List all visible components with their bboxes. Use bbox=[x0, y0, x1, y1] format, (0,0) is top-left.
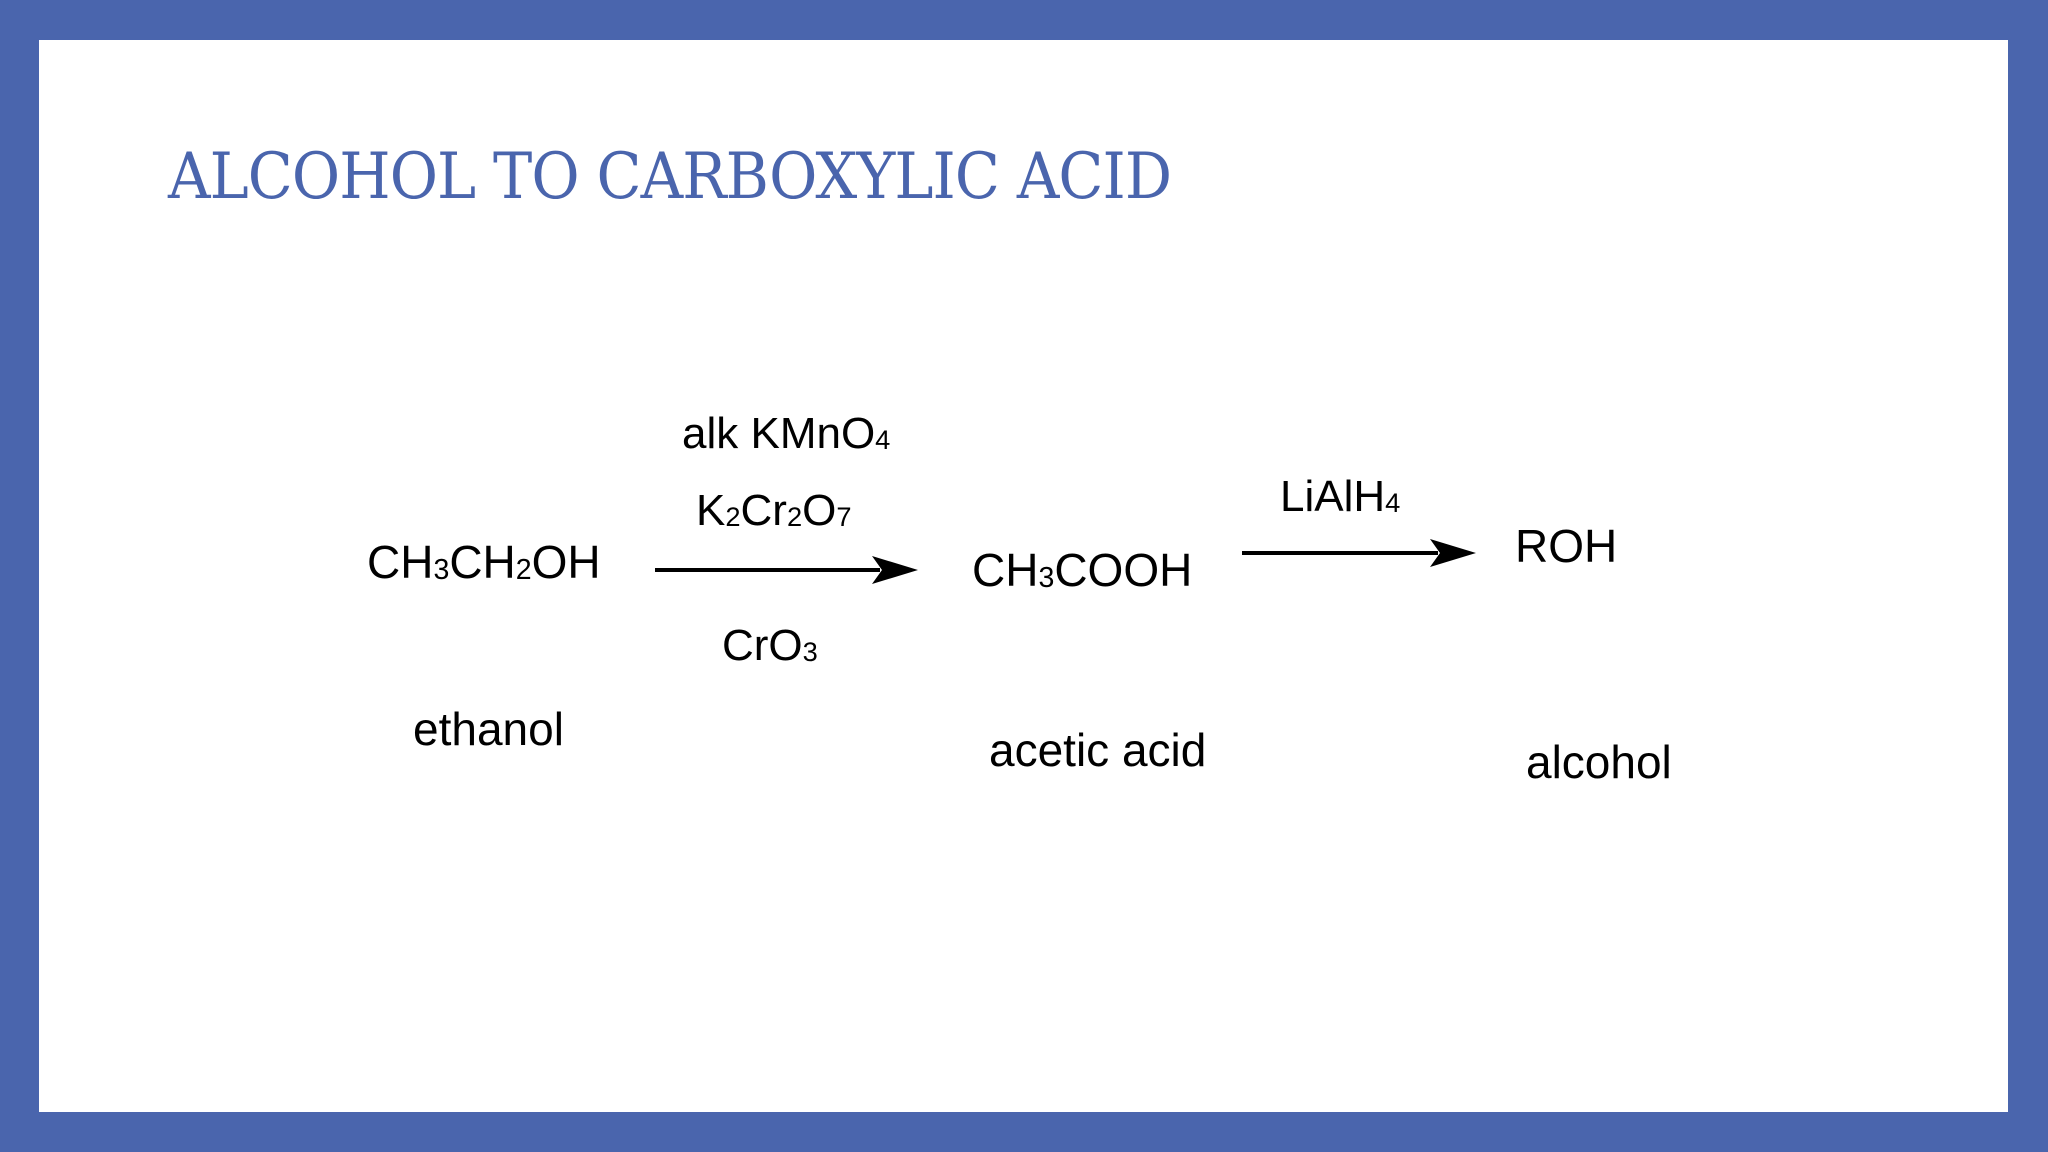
product-formula: CH3COOH bbox=[972, 547, 1192, 593]
formula-subscript: 3 bbox=[433, 553, 450, 586]
formula-text: alk KMnO bbox=[682, 409, 876, 458]
formula-subscript: 7 bbox=[836, 500, 852, 532]
formula-text: COOH bbox=[1054, 544, 1193, 596]
formula-subscript: 3 bbox=[802, 635, 818, 667]
formula-text: CH bbox=[972, 544, 1039, 596]
formula-text: CrO bbox=[722, 621, 803, 670]
formula-text: CH bbox=[449, 536, 516, 588]
formula-subscript: 4 bbox=[875, 423, 891, 455]
formula-subscript: 2 bbox=[786, 500, 803, 532]
step2-reagent-1: LiAlH4 bbox=[1280, 475, 1400, 519]
formula-text: O bbox=[802, 486, 837, 535]
final-name: alcohol bbox=[1526, 736, 1672, 788]
formula-subscript: 4 bbox=[1385, 486, 1401, 518]
formula-text: K bbox=[696, 486, 726, 535]
formula-subscript: 3 bbox=[1038, 561, 1055, 594]
step1-reagent-1: alk KMnO4 bbox=[682, 412, 890, 456]
formula-subscript: 2 bbox=[515, 553, 532, 586]
slide bbox=[39, 40, 2008, 1112]
formula-text: ROH bbox=[1515, 520, 1618, 572]
reactant-formula: CH3CH2OH bbox=[367, 539, 601, 585]
product-name: acetic acid bbox=[989, 724, 1207, 776]
formula-text: Cr bbox=[740, 486, 787, 535]
formula-subscript: 2 bbox=[725, 500, 741, 532]
step1-reagent-2: K2Cr2O7 bbox=[696, 489, 852, 533]
slide-title: ALCOHOL TO CARBOXYLIC ACID bbox=[168, 140, 1172, 214]
final-formula: ROH bbox=[1515, 523, 1617, 569]
formula-text: OH bbox=[531, 536, 601, 588]
step1-reagent-3: CrO3 bbox=[722, 624, 818, 668]
reactant-name: ethanol bbox=[413, 703, 564, 755]
formula-text: LiAlH bbox=[1280, 472, 1386, 521]
formula-text: CH bbox=[367, 536, 434, 588]
